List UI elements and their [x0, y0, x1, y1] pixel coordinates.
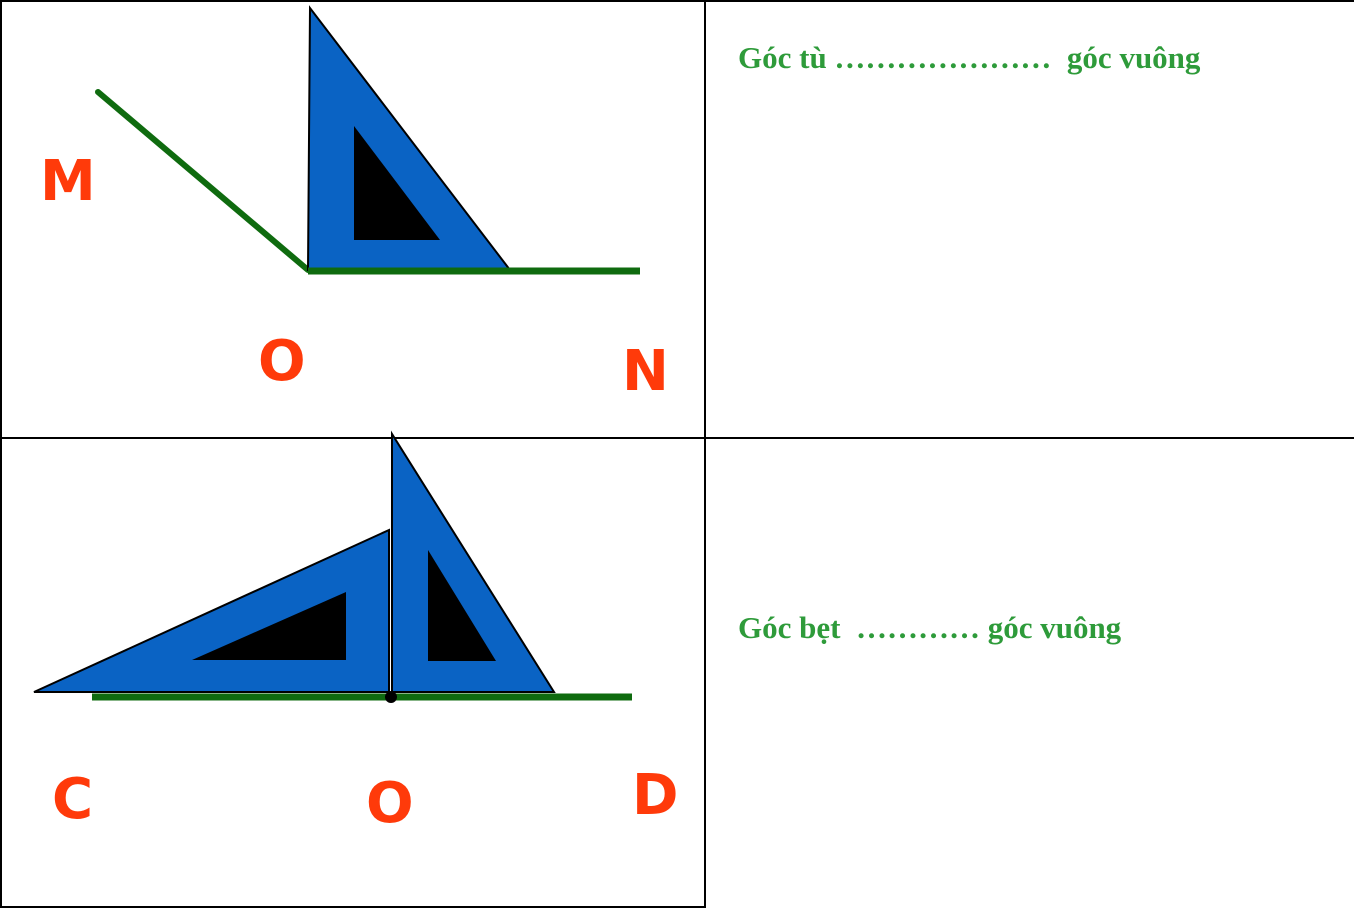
point-label-o: O: [258, 329, 306, 394]
obtuse-angle-figure: M O N: [40, 5, 669, 404]
set-square-hole: [354, 126, 440, 240]
point-label-m: M: [40, 149, 96, 214]
straight-angle-figure: C O D: [33, 430, 678, 836]
statement-straight-angle: Góc bẹt ………… góc vuông: [738, 610, 1122, 645]
point-label-c: C: [52, 767, 93, 832]
statement-obtuse-angle: Góc tù ………………… góc vuông: [738, 40, 1201, 75]
point-label-o: O: [366, 771, 414, 836]
ray-om: [95, 89, 311, 273]
vertex-point: [385, 691, 397, 703]
set-square-left-hole: [192, 592, 346, 660]
point-label-n: N: [622, 339, 669, 404]
set-square-right-hole: [428, 550, 496, 661]
point-label-d: D: [632, 763, 678, 828]
